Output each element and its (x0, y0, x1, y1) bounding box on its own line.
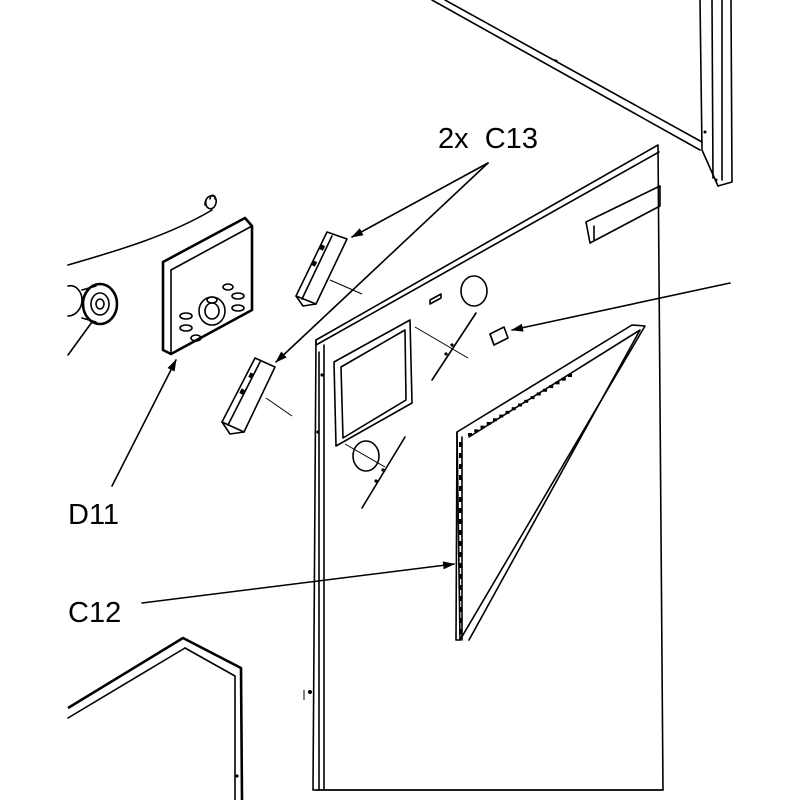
c12-leader (141, 561, 455, 604)
leader-lines (111, 162, 731, 604)
cable-part (67, 194, 217, 266)
rotary-connector-part (67, 282, 119, 356)
c12-side-panel (455, 324, 646, 641)
c13-leader-lower (275, 162, 489, 363)
label-c13: 2x C13 (438, 123, 538, 155)
d11-control-panel (161, 216, 254, 356)
label-c12: C12 (68, 597, 121, 629)
c13-bracket-lower (221, 357, 293, 435)
label-d11: D11 (68, 499, 119, 531)
lower-cabinet-part (67, 636, 244, 800)
upper-frame-part (431, 0, 733, 187)
connector-leader (511, 282, 731, 332)
d11-leader (111, 359, 177, 487)
c13-bracket-upper (295, 231, 363, 307)
c13-leader-upper (351, 162, 489, 238)
small-connector-part (489, 326, 509, 346)
